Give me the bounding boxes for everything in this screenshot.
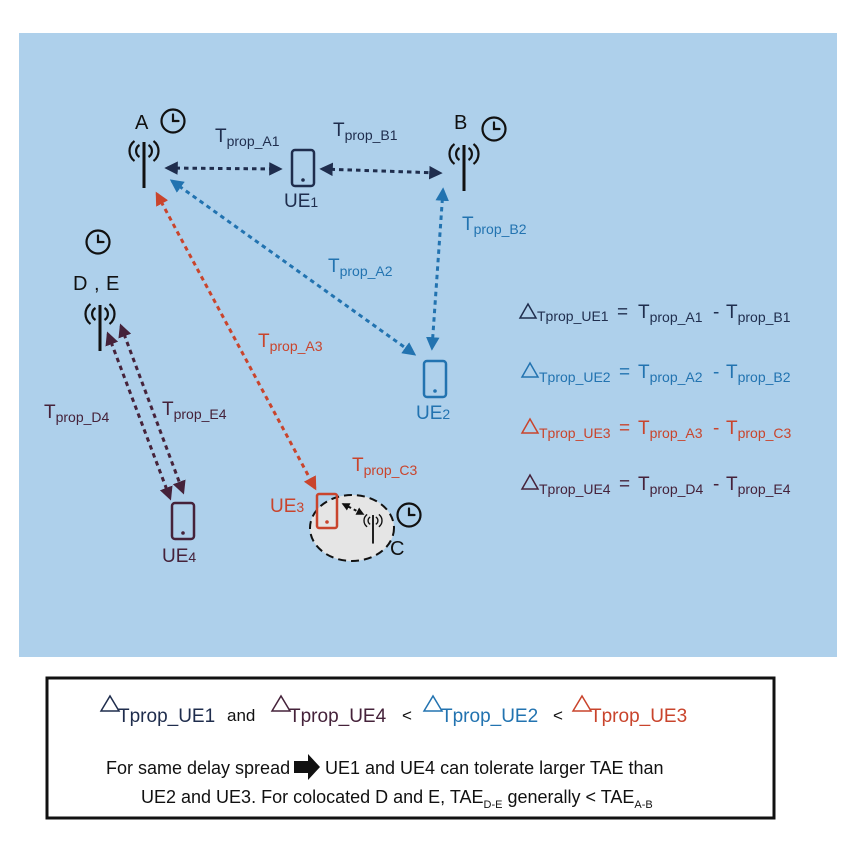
label-tprop-b1: Tprop_B1 (333, 120, 398, 143)
svg-text:=: = (619, 418, 630, 439)
phone-ue1-icon (290, 148, 316, 188)
svg-text:Tprop_UE3: Tprop_UE3 (539, 425, 611, 441)
delta-icon (571, 694, 593, 712)
svg-text:=: = (617, 302, 628, 323)
delta-icon (518, 302, 538, 319)
svg-text:Tprop_D4: Tprop_D4 (638, 474, 704, 497)
label-tprop-b2: Tprop_B2 (462, 214, 527, 237)
svg-text:-: - (713, 362, 719, 383)
label-tprop-a3: Tprop_A3 (258, 331, 323, 354)
ue2-label: UE2 (416, 403, 450, 424)
node-b-label: B (454, 112, 467, 134)
label-tprop-d4: Tprop_D4 (44, 402, 110, 425)
link-b-ue2 (426, 187, 449, 351)
svg-text:Tprop_B2: Tprop_B2 (726, 362, 791, 385)
ue3-label: UE3 (270, 496, 304, 517)
svg-text:Tprop_C3: Tprop_C3 (726, 418, 792, 441)
node-e-label: E (106, 273, 119, 295)
delta-icon (99, 694, 121, 712)
summary-text: For same delay spread UE1 and UE4 can to… (106, 754, 664, 811)
link-a-ue1 (164, 161, 283, 176)
link-ue1-b (319, 162, 443, 180)
node-a-label: A (135, 112, 149, 134)
svg-text:Tprop_UE2: Tprop_UE2 (539, 369, 611, 385)
svg-text:Tprop_A2: Tprop_A2 (638, 362, 703, 385)
svg-text:UE1 and UE4 can tolerate large: UE1 and UE4 can tolerate larger TAE than (325, 758, 664, 778)
delta-icon (422, 694, 444, 712)
delta-icon (520, 417, 540, 434)
svg-text:and: and (227, 706, 255, 725)
svg-text:For same delay spread: For same delay spread (106, 758, 290, 778)
node-d-label: D (73, 273, 87, 295)
arrow-right-icon (294, 754, 320, 780)
svg-text:Tprop_UE1: Tprop_UE1 (537, 308, 609, 324)
label-tprop-c3: Tprop_C3 (352, 455, 418, 478)
svg-text:-: - (713, 474, 719, 495)
svg-text:Tprop_E4: Tprop_E4 (726, 474, 791, 497)
svg-text:<: < (402, 706, 412, 725)
summary-comparison: Tprop_UE1 and Tprop_UE4 < Tprop_UE2 < Tp… (99, 694, 687, 727)
link-ue3-c (341, 503, 365, 515)
delta-icon (520, 473, 540, 490)
svg-text:<: < (553, 706, 563, 725)
svg-text:Tprop_UE2: Tprop_UE2 (441, 706, 538, 727)
colocated-bubble (309, 494, 395, 562)
summary-box (45, 676, 776, 820)
links (105, 161, 449, 501)
equation-ue1: Tprop_UE1 = Tprop_A1 - Tprop_B1 (518, 302, 791, 325)
node-comma-label: , (94, 273, 100, 295)
delta-icon (270, 694, 292, 712)
svg-text:-: - (713, 302, 719, 323)
ue1-label: UE1 (284, 191, 318, 212)
svg-text:-: - (713, 418, 719, 439)
svg-text:Tprop_UE1: Tprop_UE1 (118, 706, 215, 727)
svg-text:Tprop_A3: Tprop_A3 (638, 418, 703, 441)
equation-ue3: Tprop_UE3 = Tprop_A3 - Tprop_C3 (520, 417, 792, 441)
phone-ue3-icon (315, 492, 339, 530)
svg-text:Tprop_UE3: Tprop_UE3 (590, 706, 687, 727)
phone-ue2-icon (422, 359, 448, 399)
svg-text:=: = (619, 362, 630, 383)
label-tprop-a2: Tprop_A2 (328, 256, 393, 279)
svg-text:Tprop_A1: Tprop_A1 (638, 302, 703, 325)
link-e-ue4 (118, 323, 186, 495)
equation-ue4: Tprop_UE4 = Tprop_D4 - Tprop_E4 (520, 473, 791, 497)
equation-ue2: Tprop_UE2 = Tprop_A2 - Tprop_B2 (520, 361, 791, 385)
svg-text:Tprop_UE4: Tprop_UE4 (289, 706, 387, 727)
svg-text:UE2 and UE3. For colocated D a: UE2 and UE3. For colocated D and E, TAED… (141, 787, 653, 811)
svg-text:Tprop_B1: Tprop_B1 (726, 302, 791, 325)
phone-ue4-icon (170, 501, 196, 541)
svg-text:=: = (619, 474, 630, 495)
node-c-label: C (390, 538, 404, 560)
ue4-label: UE4 (162, 546, 196, 567)
label-tprop-e4: Tprop_E4 (162, 399, 227, 422)
label-tprop-a1: Tprop_A1 (215, 126, 280, 149)
delta-icon (520, 361, 540, 378)
svg-text:Tprop_UE4: Tprop_UE4 (539, 481, 611, 497)
